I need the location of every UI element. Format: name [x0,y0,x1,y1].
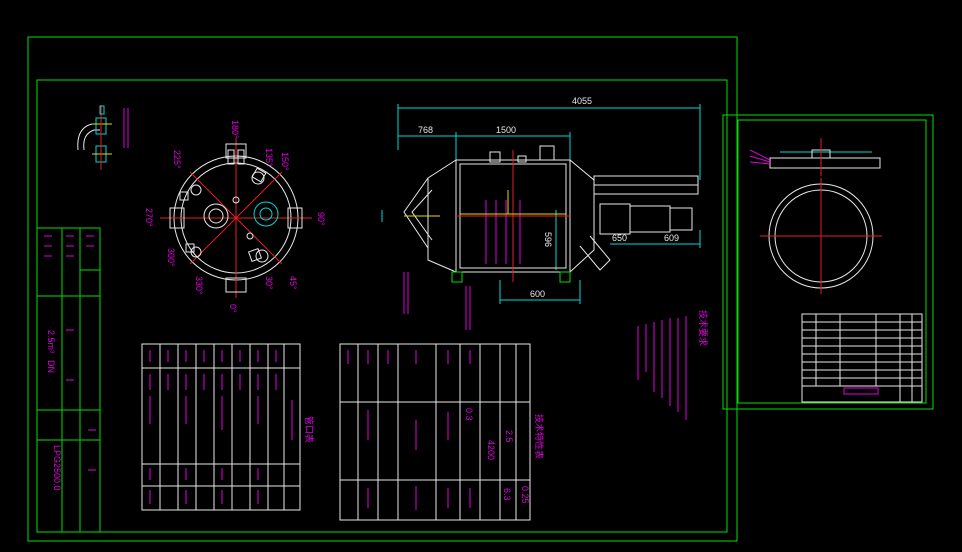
lifting-lug-detail [77,105,129,170]
front-view-internals [485,200,521,264]
title-block-marks [44,235,96,471]
parts-list [801,313,923,403]
nozzle-table: 管口表 [141,343,315,511]
right-sheet-inner-frame [737,119,927,404]
nozzle-table-title: 管口表 [304,416,315,443]
dim-left: 768 [418,125,433,135]
title-line1: 2.5m³ [46,330,56,353]
angle-label: 90° [316,212,326,226]
angle-label: 0° [228,304,238,313]
dim-vertical: 596 [543,232,553,247]
front-view: 4055 768 1500 600 650 609 596 [381,96,701,330]
technical-notes-lines [637,316,687,420]
front-view-dimensions [397,104,701,304]
right-sheet-outer-frame [722,114,934,410]
angle-label: 150° [280,152,290,171]
angle-label: 225° [172,150,182,169]
design-table-title: 技术特性表 [534,414,545,459]
leader-marks [403,272,471,330]
notes-title: 技术要求 [698,310,709,346]
design-value: 0.25 [520,486,530,504]
angle-label: 30° [264,276,274,290]
dim-overall-length: 4055 [572,96,592,106]
technical-notes: 技术要求 [637,310,709,420]
angle-label: 45° [288,276,298,290]
angle-label: 300° [166,248,176,267]
design-value: 0.3 [464,408,474,421]
design-data-table: 2.5 0.25 4200 0.3 6.3 技术特性表 [339,343,545,521]
dim-nozzle-b: 609 [664,233,679,243]
angle-label: 135° [264,148,274,167]
right-sheet-detail [749,138,882,294]
angle-label: 330° [194,276,204,295]
angle-label: 180° [230,120,240,139]
drawing-number: LPG2500.0 [52,445,62,491]
title-block: 2.5m³ DN LPG2500.0 [36,227,101,533]
design-table-entries [347,350,471,510]
dim-nozzle-a: 650 [612,233,627,243]
outer-frame [27,36,738,542]
dim-bottom: 600 [530,289,545,299]
angle-label: 270° [144,208,154,227]
nozzle-table-entries [149,350,293,504]
title-line2: DN [46,360,56,373]
design-value: 2.5 [504,430,514,443]
drawing-frames [27,36,934,542]
dim-body: 1500 [496,125,516,135]
design-value: 4200 [486,440,496,460]
design-value: 6.3 [502,488,512,501]
plan-view: 180° 135° 150° 225° 270° 90° 300° 330° 4… [144,120,326,313]
inner-frame [36,79,728,533]
